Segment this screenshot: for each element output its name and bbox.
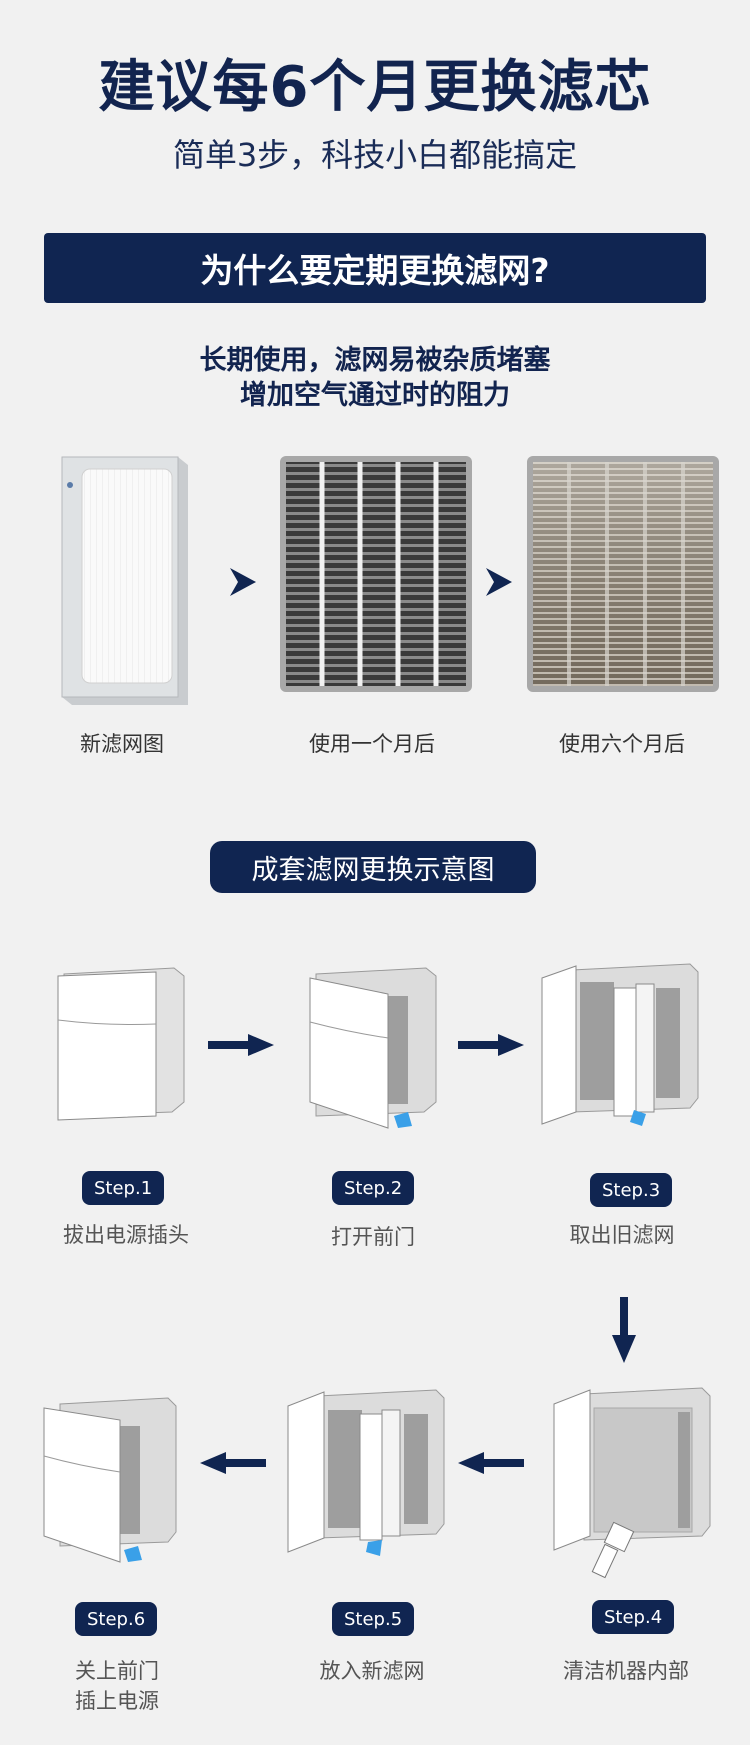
step-badge: Step.3 bbox=[590, 1173, 673, 1207]
filter-caption: 使用一个月后 bbox=[309, 732, 435, 756]
page-subtitle: 简单3步，科技小白都能搞定 bbox=[172, 136, 578, 174]
step-badge-label: Step.4 bbox=[604, 1606, 663, 1628]
reason-line-1: 长期使用，滤网易被杂质堵塞 bbox=[199, 345, 551, 376]
page-title: 建议每6个月更换滤芯 bbox=[98, 55, 652, 120]
six-month-filter-image bbox=[527, 456, 719, 692]
step-badge: Step.1 bbox=[82, 1171, 165, 1205]
one-month-filter-image bbox=[280, 456, 472, 692]
guide-title: 成套滤网更换示意图 bbox=[251, 854, 495, 886]
step-text: 取出旧滤网 bbox=[569, 1223, 675, 1247]
step-badge-label: Step.3 bbox=[602, 1179, 661, 1201]
why-banner-label: 为什么要定期更换滤网? bbox=[200, 251, 550, 290]
step-text: 清洁机器内部 bbox=[563, 1659, 689, 1683]
step-badge-label: Step.2 bbox=[344, 1177, 403, 1199]
purifier-cleaning-image bbox=[553, 1387, 711, 1579]
step-text: 关上前门 插上电源 bbox=[17, 1656, 217, 1716]
arrow-right-icon bbox=[230, 568, 256, 596]
filter-caption: 新滤网图 bbox=[80, 732, 164, 756]
filter-caption: 使用六个月后 bbox=[559, 732, 685, 756]
arrow-down-icon bbox=[612, 1297, 636, 1363]
step-badge: Step.5 bbox=[332, 1602, 415, 1636]
purifier-filter-insert-image bbox=[287, 1389, 445, 1556]
arrow-left-icon bbox=[458, 1452, 524, 1474]
step-text-line: 关上前门 bbox=[75, 1659, 159, 1683]
purifier-closed-image bbox=[57, 967, 185, 1121]
guide-title-pill: 成套滤网更换示意图 bbox=[210, 841, 536, 893]
step-text: 打开前门 bbox=[331, 1225, 415, 1249]
step-badge: Step.2 bbox=[332, 1171, 415, 1205]
step-badge-label: Step.5 bbox=[344, 1608, 403, 1630]
step-badge: Step.4 bbox=[592, 1600, 675, 1634]
step-text: 放入新滤网 bbox=[319, 1659, 425, 1683]
why-banner: 为什么要定期更换滤网? bbox=[44, 233, 706, 303]
arrow-right-icon bbox=[486, 568, 512, 596]
arrow-right-icon bbox=[208, 1034, 274, 1056]
new-filter-image bbox=[61, 456, 188, 705]
step-badge: Step.6 bbox=[75, 1602, 158, 1636]
step-badge-label: Step.6 bbox=[87, 1608, 146, 1630]
arrow-right-icon bbox=[458, 1034, 524, 1056]
purifier-filter-removal-image bbox=[541, 963, 699, 1126]
purifier-closing-image bbox=[43, 1397, 177, 1563]
step-text-line: 插上电源 bbox=[75, 1689, 159, 1713]
step-badge-label: Step.1 bbox=[94, 1177, 153, 1199]
reason-line-2: 增加空气通过时的阻力 bbox=[240, 380, 510, 411]
step-text: 拔出电源插头 bbox=[63, 1223, 189, 1247]
arrow-left-icon bbox=[200, 1452, 266, 1474]
purifier-opening-image bbox=[309, 967, 437, 1129]
